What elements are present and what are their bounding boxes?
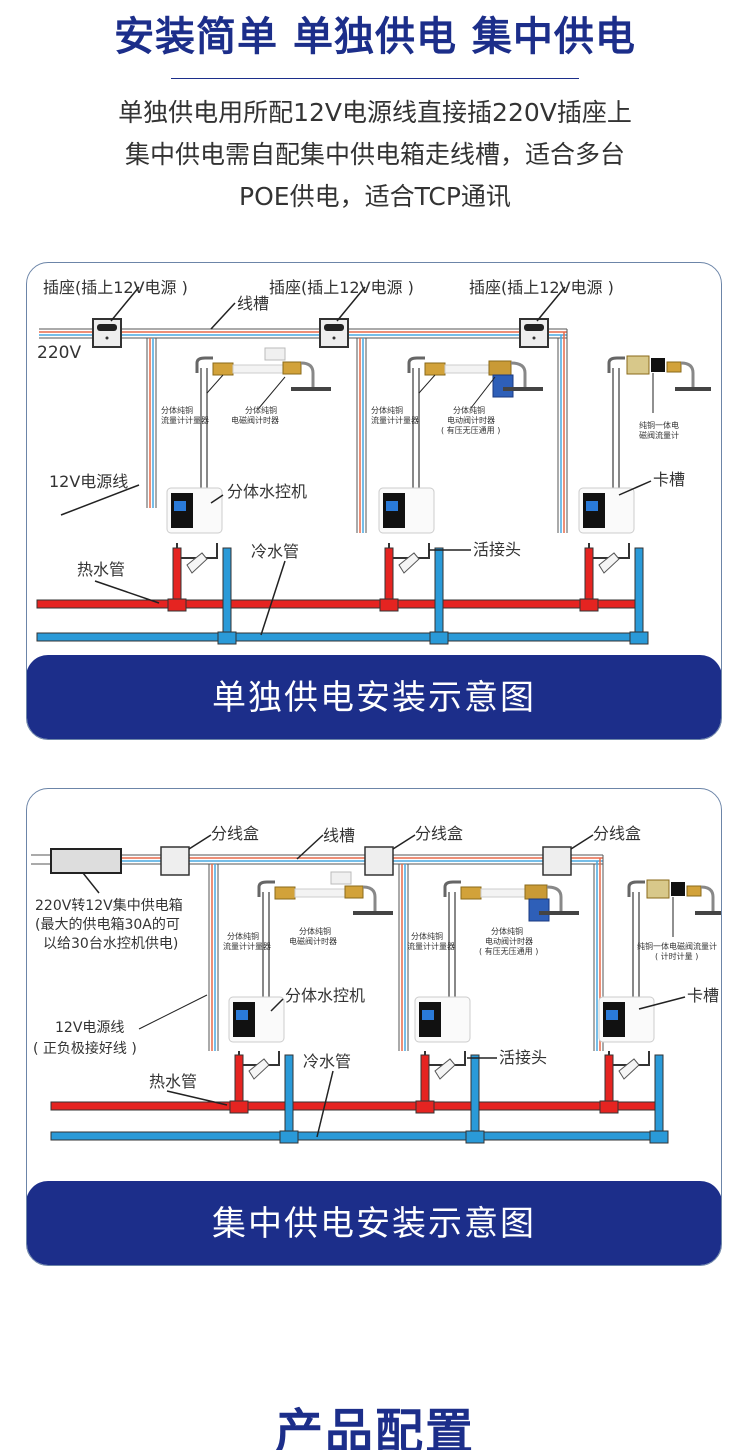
power-box-icon (50, 848, 122, 874)
valve-label: 磁阀流量计 (639, 430, 679, 440)
meter-label: 流量计计量器 (223, 941, 271, 951)
meter-label: 流量计计量器 (161, 415, 209, 425)
socket-icon (92, 318, 122, 348)
power-drop-2 (398, 864, 409, 1051)
power-drop-3 (557, 329, 568, 533)
socket-label: 插座(插上12V电源 ) (269, 278, 414, 297)
cold-water-pipe (50, 1131, 662, 1141)
individual-diagram-banner: 单独供电安装示意图 (27, 655, 721, 739)
socket-icon (519, 318, 549, 348)
meter-label: 流量计计量器 (371, 415, 419, 425)
junction-box-label: 分线盒 (415, 824, 463, 843)
meter-label: 流量计计量器 (407, 941, 455, 951)
junction-box-label: 分线盒 (211, 824, 259, 843)
clip-label: 卡槽 (653, 470, 685, 489)
controller-label: 分体水控机 (285, 986, 365, 1005)
valve-label: ( 有压无压通用 ) (441, 425, 500, 435)
meter-label: 分体纯铜 (161, 405, 193, 415)
hot-water-pipe (36, 599, 642, 609)
socket-label: 插座(插上12V电源 ) (469, 278, 614, 297)
trunking-label: 线槽 (237, 294, 269, 313)
power-drop-1 (146, 338, 157, 508)
unit-3 (578, 355, 711, 645)
central-diagram-banner: 集中供电安装示意图 (27, 1181, 721, 1265)
union-label: 活接头 (473, 540, 521, 559)
power-drop-1 (208, 864, 219, 1051)
individual-power-diagram: 插座(插上12V电源 ) 插座(插上12V电源 ) 插座(插上12V电源 ) 线… (26, 262, 722, 740)
unit-2 (414, 880, 579, 1144)
central-power-diagram: 分线盒 分线盒 分线盒 线槽 220V转12V集中供电箱 (最大的供电箱30A的… (26, 788, 722, 1266)
unit-1 (228, 871, 393, 1144)
valve-label: 分体纯铜 (453, 405, 485, 415)
valve-label: 分体纯铜 (299, 926, 331, 936)
valve-label: ( 计时计量 ) (655, 951, 698, 961)
valve-label: ( 有压无压通用 ) (479, 946, 538, 956)
page-title: 安装简单 单独供电 集中供电 (114, 14, 636, 60)
unit-3 (598, 879, 721, 1144)
trunking-line (39, 328, 567, 339)
socket-icon (319, 318, 349, 348)
cold-water-pipe (36, 632, 642, 642)
hot-pipe-label: 热水管 (149, 1072, 197, 1091)
valve-label: 电磁阀计时器 (231, 415, 279, 425)
hot-pipe-label: 热水管 (77, 560, 125, 579)
junction-box-icon (160, 846, 190, 876)
trunking-line (31, 854, 603, 865)
valve-label: 电动阀计时器 (485, 936, 533, 946)
clip-label: 卡槽 (687, 986, 719, 1005)
trunking-label: 线槽 (323, 826, 355, 845)
junction-box-icon (364, 846, 394, 876)
power-cord-label: ( 正负极接好线 ) (33, 1040, 137, 1057)
union-label: 活接头 (499, 1048, 547, 1067)
meter-label: 分体纯铜 (227, 931, 259, 941)
valve-label: 纯铜一体电 (639, 420, 679, 430)
title-divider (171, 78, 579, 79)
power-cord-label: 12V电源线 (49, 472, 128, 491)
valve-label: 分体纯铜 (491, 926, 523, 936)
socket-label: 插座(插上12V电源 ) (43, 278, 188, 297)
valve-label: 电磁阀计时器 (289, 936, 337, 946)
central-diagram-svg: 分线盒 分线盒 分线盒 线槽 220V转12V集中供电箱 (最大的供电箱30A的… (31, 824, 721, 1144)
valve-label: 分体纯铜 (245, 405, 277, 415)
description-line: 单独供电用所配12V电源线直接插220V插座上 (118, 98, 632, 127)
power-box-label: 以给30台水控机供电) (43, 936, 178, 952)
meter-label: 分体纯铜 (371, 405, 403, 415)
description-line: 集中供电需自配集中供电箱走线槽，适合多台 (124, 140, 625, 169)
power-drop-2 (356, 338, 367, 533)
voltage-label: 220V (37, 343, 81, 363)
cold-pipe-label: 冷水管 (303, 1052, 351, 1071)
unit-1 (166, 347, 331, 645)
valve-label: 电动阀计时器 (447, 415, 495, 425)
product-config-title: 产品配置 (274, 1404, 475, 1450)
controller-label: 分体水控机 (227, 482, 307, 501)
valve-label: 纯铜一体电磁阀流量计 (637, 941, 717, 951)
description-line: POE供电，适合TCP通讯 (239, 182, 511, 211)
power-box-label: 220V转12V集中供电箱 (35, 897, 183, 914)
unit-2 (378, 356, 543, 645)
meter-label: 分体纯铜 (411, 931, 443, 941)
individual-diagram-svg: 插座(插上12V电源 ) 插座(插上12V电源 ) 插座(插上12V电源 ) 线… (36, 278, 711, 645)
cold-pipe-label: 冷水管 (251, 542, 299, 561)
junction-box-label: 分线盒 (593, 824, 641, 843)
power-box-label: (最大的供电箱30A的可 (35, 917, 180, 933)
hot-water-pipe (50, 1101, 662, 1111)
power-cord-label: 12V电源线 (55, 1020, 124, 1036)
junction-box-icon (542, 846, 572, 876)
description: 单独供电用所配12V电源线直接插220V插座上 集中供电需自配集中供电箱走线槽，… (0, 92, 750, 218)
